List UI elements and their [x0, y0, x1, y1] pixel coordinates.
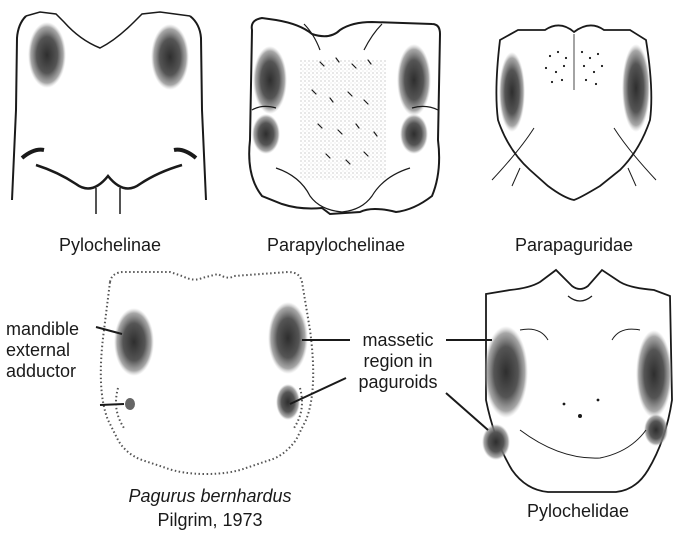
panel-pagurus-bernhardus	[101, 272, 313, 474]
annotation-left-line-3: adductor	[6, 361, 79, 382]
label-parapylochelinae: Parapylochelinae	[267, 236, 405, 254]
leader-far-right-lower	[446, 393, 488, 430]
panel-parapaguridae	[492, 25, 656, 200]
label-pagurus-bernhardus: Pagurus bernhardus	[128, 487, 291, 505]
leader-left-lower	[100, 404, 124, 405]
label-pylochelidae: Pylochelidae	[527, 502, 629, 520]
panel-pylochelidae	[482, 270, 672, 492]
label-parapaguridae: Parapaguridae	[515, 236, 633, 254]
annotation-mandible-external-adductor: mandible external adductor	[6, 319, 79, 382]
annotation-right-line-2: region in	[358, 351, 437, 372]
annotation-right-line-3: paguroids	[358, 372, 437, 393]
annotation-massetic-region: massetic region in paguroids	[358, 330, 437, 393]
panel-pylochelinae	[12, 12, 206, 214]
annotation-left-line-1: mandible	[6, 319, 79, 340]
annotation-left-line-2: external	[6, 340, 79, 361]
leader-right-lower	[290, 378, 346, 404]
panel-parapylochelinae	[249, 18, 440, 214]
label-pylochelinae: Pylochelinae	[59, 236, 161, 254]
annotation-right-line-1: massetic	[358, 330, 437, 351]
label-pilgrim-1973: Pilgrim, 1973	[157, 511, 262, 529]
